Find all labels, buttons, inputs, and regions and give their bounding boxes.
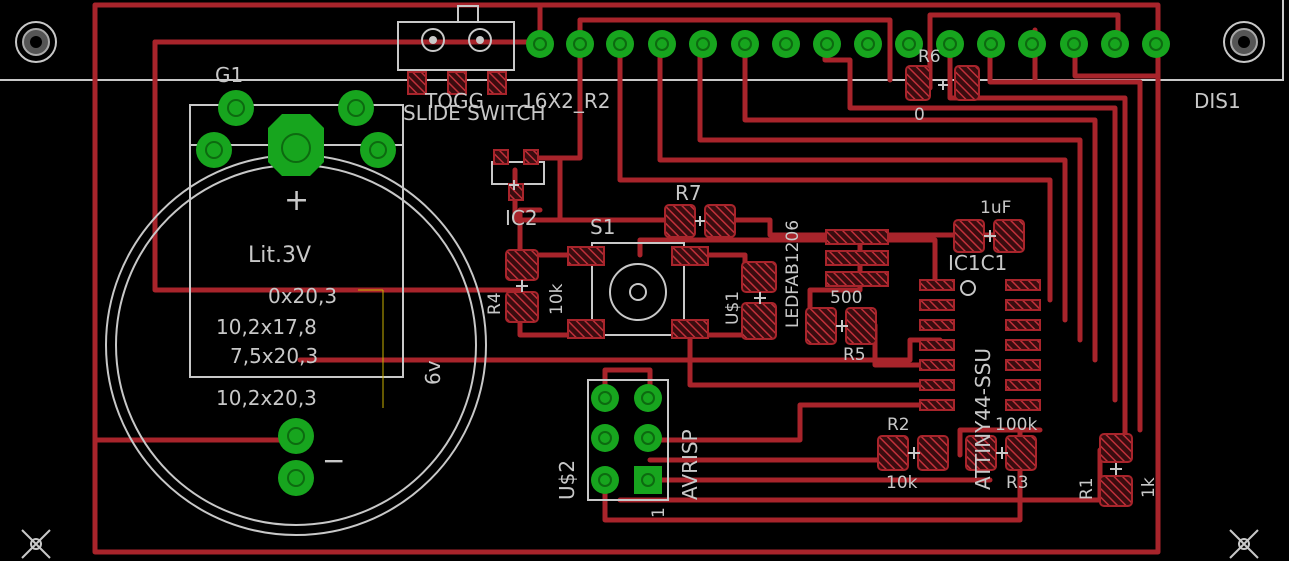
battery-plus-label: + <box>284 183 309 218</box>
r6-label: R6 <box>918 47 941 67</box>
u1-label: U$1 <box>723 291 743 325</box>
smd-components <box>491 65 1133 507</box>
ledfab-label: LEDFAB1206 <box>783 220 803 328</box>
voltage-label: 6v <box>421 360 445 385</box>
r4-label: R4 <box>485 292 505 315</box>
dim-label-2: 10,2x17,8 <box>216 315 317 339</box>
dim-label-4: 10,2x20,3 <box>216 386 317 410</box>
mounting-hole-left <box>15 21 57 63</box>
avrisp-label: AVRISP <box>678 429 702 500</box>
r4-value: 10k <box>547 283 567 315</box>
toggle-label: TOGG <box>424 89 484 113</box>
dim-label-1: 0x20,3 <box>268 284 337 308</box>
lcd-header-pads <box>526 30 1170 58</box>
r5-label: R5 <box>843 345 866 365</box>
board-outline <box>0 0 1284 81</box>
r7-label: R7 <box>675 181 702 205</box>
battery-holder <box>105 90 487 536</box>
slide-switch <box>397 5 515 95</box>
ic1c1-label: IC1C1 <box>948 251 1007 275</box>
battery-minus-label: − <box>322 444 345 477</box>
corner-mark-bottom-left <box>21 529 51 559</box>
avrisp-header <box>587 379 669 501</box>
dis1-label: DIS1 <box>1194 89 1241 113</box>
s1-label: S1 <box>590 215 615 239</box>
corner-mark-bottom-right <box>1229 529 1259 559</box>
c1-value: 1uF <box>980 198 1011 218</box>
r1-value: 1k <box>1139 477 1159 498</box>
r3-label: R3 <box>1006 473 1029 493</box>
r5-value: 500 <box>830 288 862 308</box>
r2-label: R2 <box>887 415 910 435</box>
dim-label-3: 7,5x20,3 <box>230 344 318 368</box>
r6-value: 0 <box>914 105 925 125</box>
r1-label: R1 <box>1077 477 1097 500</box>
r100k-value: 100k <box>995 415 1037 435</box>
attiny-label: ATTINY44-SSU <box>971 348 995 490</box>
center-markers <box>509 80 1122 475</box>
mounting-hole-right <box>1223 21 1265 63</box>
lcd-label: 16X2_R2 <box>522 89 611 113</box>
u2-label: U$2 <box>555 460 579 500</box>
ic2-label: IC2 <box>505 206 538 230</box>
battery-type-label: Lit.3V <box>248 243 311 268</box>
r2-value: 10k <box>886 473 918 493</box>
traces <box>92 2 1161 555</box>
slide-switch-label: SLIDE SWITCH <box>403 101 546 125</box>
pin1-label: 1 <box>649 507 669 518</box>
g1-label: G1 <box>215 63 243 87</box>
